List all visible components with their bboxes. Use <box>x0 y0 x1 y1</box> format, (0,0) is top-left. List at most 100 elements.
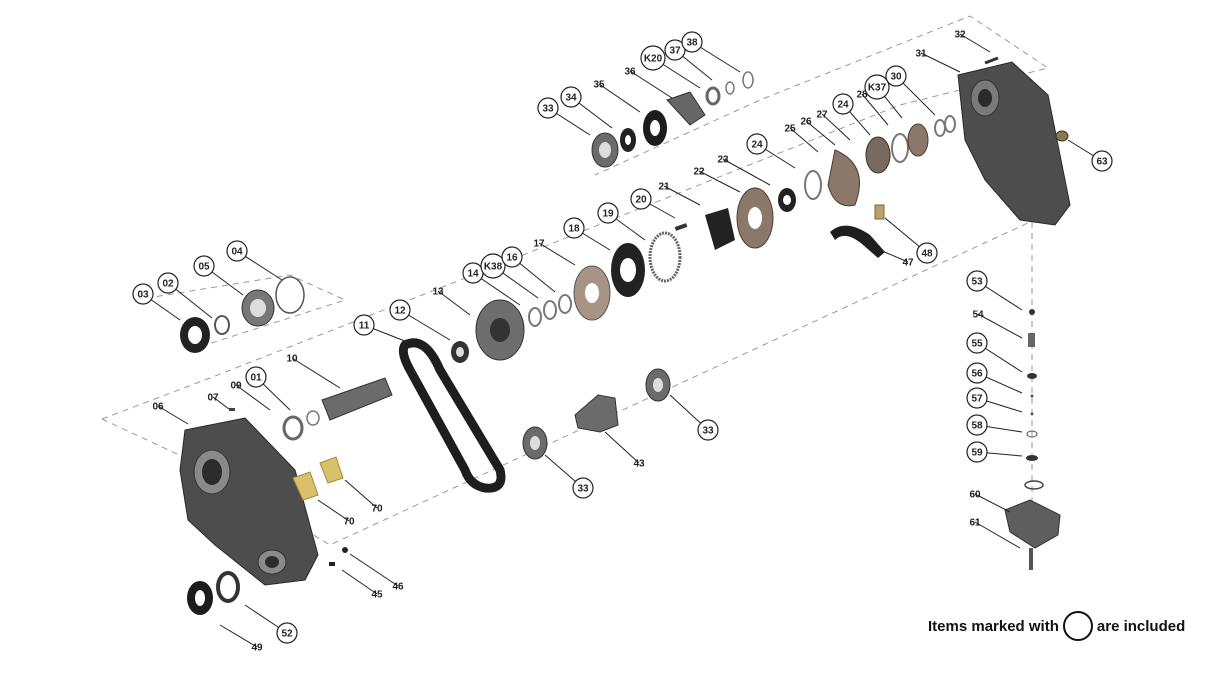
callout-c05: 05 <box>193 255 215 277</box>
leader-line-c46 <box>349 553 399 587</box>
callout-c49: 49 <box>251 643 263 654</box>
leader-line-c35 <box>598 83 641 113</box>
callout-c28: 28 <box>856 90 868 101</box>
leader-line-c70a <box>317 499 350 522</box>
callout-number: 49 <box>251 643 263 654</box>
leader-line-c09 <box>235 384 271 411</box>
callout-c25: 25 <box>784 124 796 135</box>
callout-c12: 12 <box>389 299 411 321</box>
callout-circle <box>966 332 988 354</box>
callout-c48: 48 <box>916 242 938 264</box>
leader-line-c61 <box>974 521 1021 549</box>
callout-c56: 56 <box>966 362 988 384</box>
leader-line-c47 <box>879 249 909 263</box>
callout-c17: 17 <box>533 239 545 250</box>
callout-c37: 37 <box>664 39 686 61</box>
rear-housing-half <box>957 61 1071 226</box>
callout-number: 58 <box>971 421 983 432</box>
callout-c16: 16 <box>501 246 523 268</box>
callout-number: 53 <box>971 277 983 288</box>
callout-number: 55 <box>971 339 983 350</box>
callout-c20: 20 <box>630 188 652 210</box>
callout-number: 03 <box>137 290 149 301</box>
callout-number: 17 <box>533 239 545 250</box>
leader-line-c45 <box>341 569 378 595</box>
callout-number: 02 <box>162 279 174 290</box>
callout-circle <box>276 622 298 644</box>
leader-line-c70b <box>344 479 378 509</box>
callout-c70b: 70 <box>371 504 383 515</box>
callout-c23: 23 <box>717 155 729 166</box>
callout-circle <box>480 253 506 279</box>
callout-circle <box>832 93 854 115</box>
callout-circle <box>226 240 248 262</box>
callout-c38: 38 <box>681 31 703 53</box>
callout-c04: 04 <box>226 240 248 262</box>
callout-number: 21 <box>658 182 670 193</box>
callout-c30: 30 <box>885 65 907 87</box>
callout-number: 59 <box>971 448 983 459</box>
callout-number: 33 <box>542 104 554 115</box>
callout-circle <box>966 441 988 463</box>
bearings-gears-seals <box>180 56 1069 615</box>
callout-circle <box>132 283 154 305</box>
callout-c70a: 70 <box>343 517 355 528</box>
callout-number: 22 <box>693 167 705 178</box>
callout-number: 10 <box>286 354 298 365</box>
callout-c24b: 24 <box>832 93 854 115</box>
callout-circle <box>353 314 375 336</box>
callout-c14: 14 <box>462 262 484 284</box>
callout-number: 28 <box>856 90 868 101</box>
callout-circle <box>563 217 585 239</box>
circle-icon <box>1062 611 1093 641</box>
callout-c18: 18 <box>563 217 585 239</box>
leader-line-c22 <box>698 170 741 193</box>
callout-circle <box>966 362 988 384</box>
callout-circle <box>885 65 907 87</box>
callout-c11: 11 <box>353 314 375 336</box>
callout-c31: 31 <box>915 49 927 60</box>
callout-c58: 58 <box>966 414 988 436</box>
callout-circle <box>697 419 719 441</box>
callout-c24a: 24 <box>746 133 768 155</box>
callout-number: 31 <box>915 49 927 60</box>
callout-c55: 55 <box>966 332 988 354</box>
callout-circle <box>630 188 652 210</box>
callout-c33c: 33 <box>572 477 594 499</box>
callout-c03: 03 <box>132 283 154 305</box>
callout-number: 27 <box>816 110 828 121</box>
callout-number: K20 <box>644 54 663 65</box>
callout-c59: 59 <box>966 441 988 463</box>
callout-circle <box>966 270 988 292</box>
callout-c53: 53 <box>966 270 988 292</box>
callout-number: 05 <box>198 262 210 273</box>
leader-line-c06 <box>157 405 189 425</box>
callout-c06: 06 <box>152 402 164 413</box>
callout-circle <box>245 366 267 388</box>
callout-c43: 43 <box>633 459 645 470</box>
leader-line-c32 <box>959 33 991 53</box>
drive-chain <box>398 338 506 493</box>
callout-number: 61 <box>969 518 981 529</box>
callout-c19: 19 <box>597 202 619 224</box>
callout-number: 20 <box>635 195 647 206</box>
callout-c27: 27 <box>816 110 828 121</box>
callout-cK37: K37 <box>864 74 890 100</box>
callout-cK38: K38 <box>480 253 506 279</box>
leader-line-c31 <box>920 52 961 73</box>
leader-line-c28 <box>861 93 889 126</box>
callout-circle <box>389 299 411 321</box>
callout-c09: 09 <box>230 381 242 392</box>
callout-number: 26 <box>800 117 812 128</box>
leader-line-c25 <box>789 127 819 153</box>
callout-c47: 47 <box>902 258 914 269</box>
callout-circle <box>681 31 703 53</box>
callout-number: 54 <box>972 310 984 321</box>
leader-line-c07 <box>212 396 230 410</box>
callout-number: 24 <box>837 100 849 111</box>
callout-c54: 54 <box>972 310 984 321</box>
callout-c22: 22 <box>693 167 705 178</box>
callout-circle <box>193 255 215 277</box>
